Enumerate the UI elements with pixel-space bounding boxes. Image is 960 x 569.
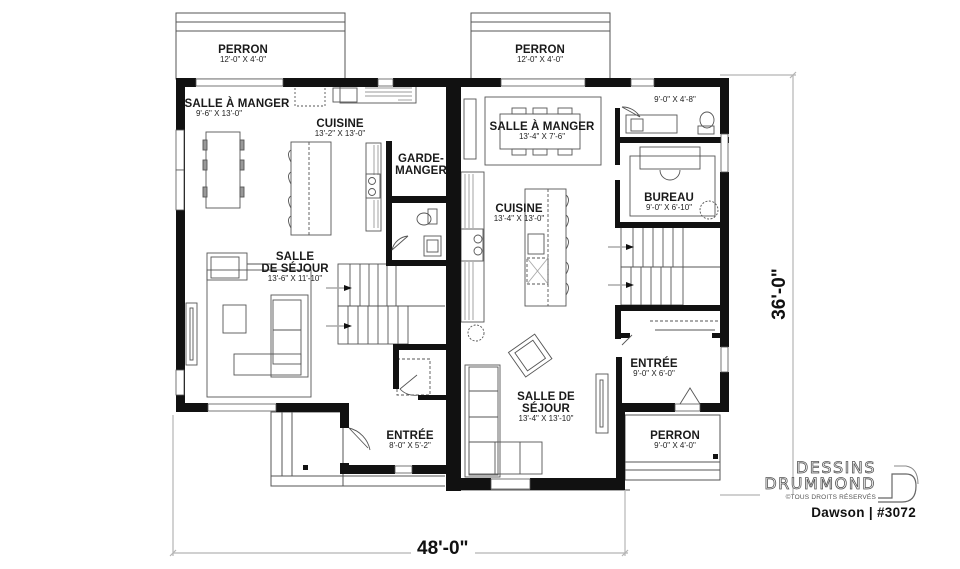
room-label-right-porch-bottom: PERRON 9'-0" X 4'-0": [650, 430, 700, 451]
room-label-right-living: SALLE DE SÉJOUR 13'-4" X 13'-10": [517, 391, 575, 424]
left-top-porch: [175, 12, 346, 80]
right-living-armchair: [507, 333, 553, 378]
right-kitchen-island: [524, 188, 569, 307]
doors: [348, 106, 701, 451]
room-label-right-office: BUREAU 9'-0" X 6'-10": [644, 192, 694, 213]
room-label-left-dining: SALLE À MANGER 9'-6" X 13'-0": [184, 98, 290, 119]
room-label-left-porch-top: PERRON 12'-0" X 4'-0": [218, 44, 268, 65]
plan-model-name: Dawson | #3072: [811, 505, 916, 520]
right-kitchen-counter: [460, 171, 485, 323]
brand-block: DESSINS DRUMMOND ©TOUS DROITS RÉSERVÉS D…: [756, 458, 916, 520]
overall-depth-dimension: 36'-0": [768, 262, 791, 326]
brand-line-1: DESSINS: [795, 458, 876, 477]
dimension-lines: [169, 71, 797, 557]
left-kitchen-island: [288, 141, 332, 236]
overall-width-dimension: 48'-0": [411, 538, 475, 560]
room-label-left-entry: ENTRÉE 8'-0" X 5'-2": [386, 430, 434, 451]
plant-icon: [467, 324, 485, 342]
right-office-desk: [629, 146, 716, 217]
brand-copyright: ©TOUS DROITS RÉSERVÉS: [785, 494, 876, 501]
walls: [176, 78, 729, 491]
windows: [175, 78, 729, 490]
room-label-right-kitchen: CUISINE 13'-4" X 13'-0": [493, 203, 545, 224]
left-living-furniture: [185, 252, 312, 398]
room-label-right-dining: SALLE À MANGER 13'-4" X 7'-6": [489, 121, 595, 142]
room-label-left-pantry: GARDE- MANGER: [395, 153, 447, 178]
room-label-right-powder: 9'-0" X 4'-8": [654, 95, 696, 104]
room-label-left-kitchen: CUISINE 13'-2" X 13'-0": [314, 118, 366, 139]
right-staircase: [608, 226, 722, 306]
right-dining-table: [463, 96, 602, 166]
left-bottom-porch: [270, 411, 445, 487]
right-top-porch: [470, 12, 611, 80]
right-living-sofa: [464, 364, 609, 478]
room-label-right-porch-top: PERRON 12'-0" X 4'-0": [515, 44, 565, 65]
left-staircase: [326, 263, 445, 345]
left-dining-table: [202, 131, 245, 209]
drummond-logo-icon: [878, 465, 919, 503]
brand-line-2: DRUMMOND: [764, 474, 876, 493]
plant-icon: [699, 200, 719, 220]
room-label-right-entry: ENTRÉE 9'-0" X 6'-0": [630, 358, 678, 379]
room-label-left-living: SALLE DE SÉJOUR 13'-6" X 11'-10": [261, 251, 329, 284]
